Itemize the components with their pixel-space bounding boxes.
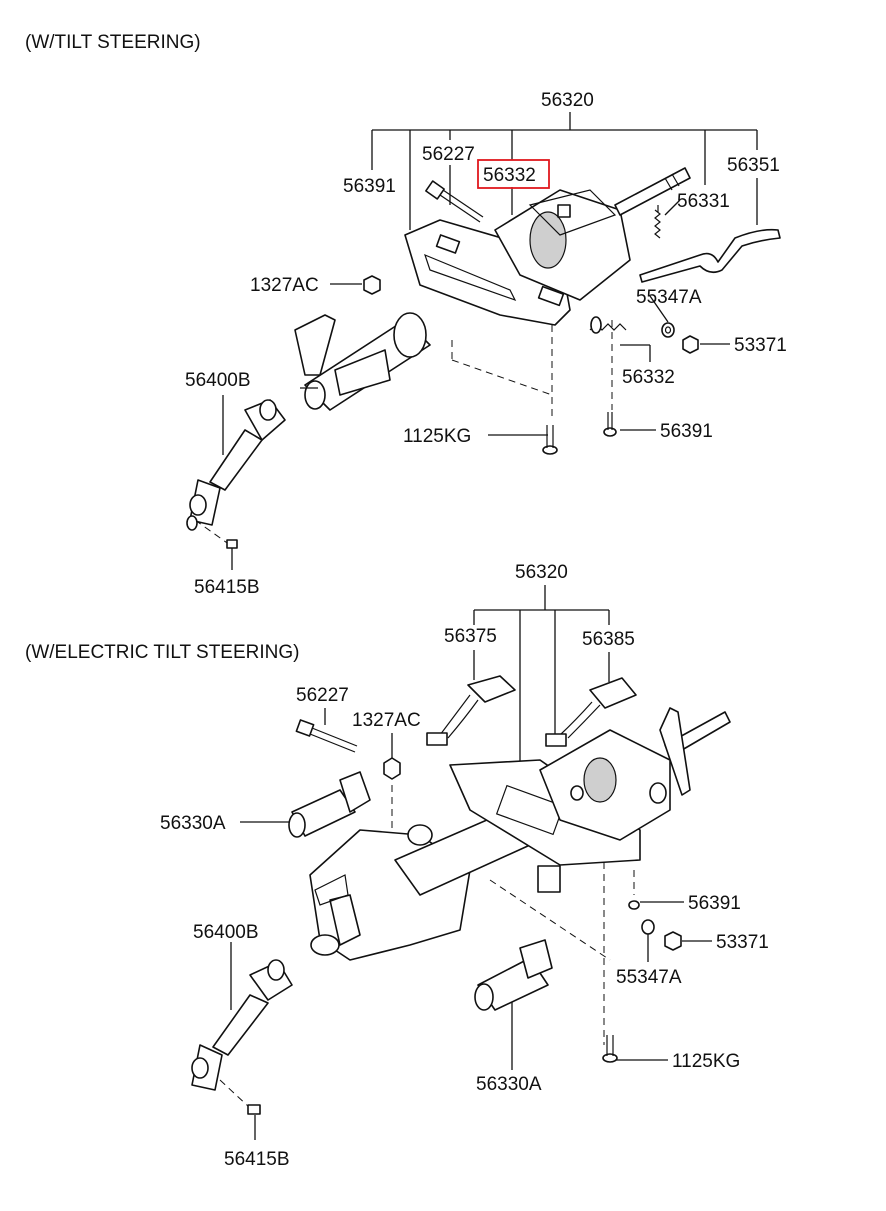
- label-electric-56320: 56320: [515, 562, 568, 583]
- tilt-steering-column: [294, 167, 781, 455]
- label-electric-56400B: 56400B: [193, 922, 259, 943]
- electric-hardware: [288, 719, 682, 1063]
- label-tilt-56331: 56331: [677, 191, 730, 212]
- label-electric-55347A: 55347A: [616, 967, 682, 988]
- electric-steering-column: [309, 707, 731, 961]
- label-tilt-56400B: 56400B: [185, 370, 251, 391]
- label-electric-53371: 53371: [716, 932, 769, 953]
- label-electric-1125KG: 1125KG: [672, 1051, 740, 1072]
- label-electric-56330A-a: 56330A: [160, 813, 226, 834]
- label-electric-56415B: 56415B: [224, 1149, 290, 1170]
- electric-intermediate-shaft: [191, 959, 293, 1115]
- label-electric-56385: 56385: [582, 629, 635, 650]
- highlight-box: [477, 159, 550, 189]
- label-electric-1327AC: 1327AC: [352, 710, 421, 731]
- label-tilt-1125KG: 1125KG: [403, 426, 471, 447]
- label-electric-56391: 56391: [688, 893, 741, 914]
- label-electric-56375: 56375: [444, 626, 497, 647]
- label-tilt-56351: 56351: [727, 155, 780, 176]
- tilt-intermediate-shaft: [186, 399, 286, 549]
- section-title-tilt: (W/TILT STEERING): [25, 32, 201, 53]
- label-tilt-56415B: 56415B: [194, 577, 260, 598]
- label-electric-56227: 56227: [296, 685, 349, 706]
- label-electric-56330A-b: 56330A: [476, 1074, 542, 1095]
- label-tilt-56332-highlight: 56332: [483, 165, 536, 186]
- tilt-leader-lines: [194, 112, 758, 570]
- label-tilt-1327AC: 1327AC: [250, 275, 319, 296]
- section-title-electric: (W/ELECTRIC TILT STEERING): [25, 642, 299, 663]
- label-tilt-55347A: 55347A: [636, 287, 702, 308]
- label-tilt-56391-b: 56391: [660, 421, 713, 442]
- label-tilt-56227: 56227: [422, 144, 475, 165]
- label-tilt-56391-a: 56391: [343, 176, 396, 197]
- label-tilt-56332: 56332: [622, 367, 675, 388]
- label-tilt-53371: 53371: [734, 335, 787, 356]
- electric-connectors: [426, 675, 637, 747]
- label-tilt-56320: 56320: [541, 90, 594, 111]
